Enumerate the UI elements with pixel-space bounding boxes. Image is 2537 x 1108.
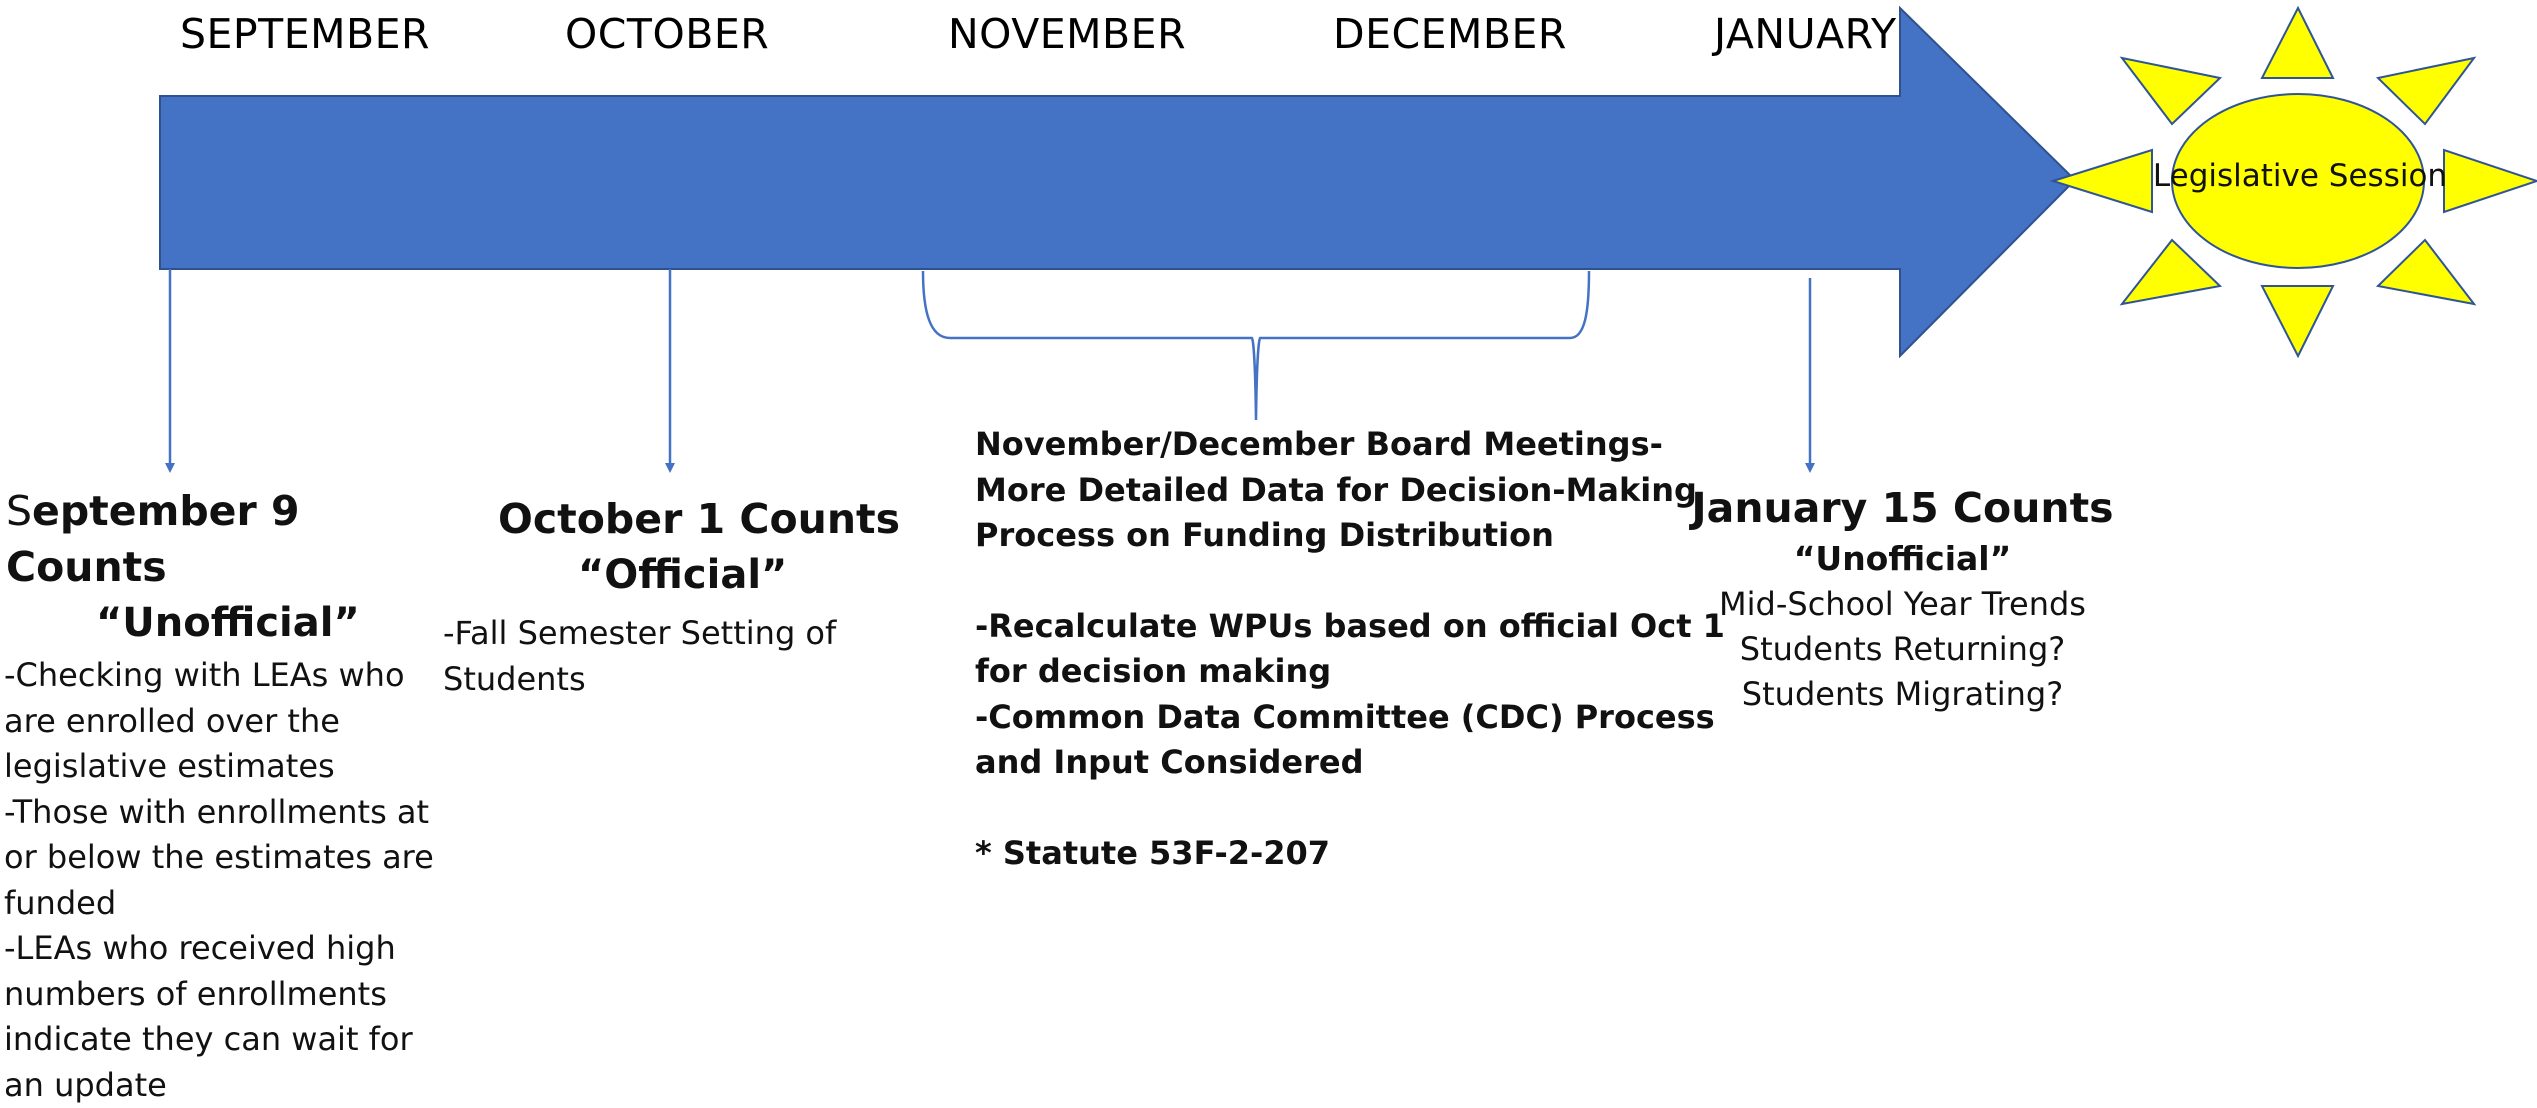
nov-dec-bullet-line: for decision making: [975, 649, 1695, 695]
october-line: -Fall Semester Setting of: [443, 611, 903, 657]
nov-dec-heading-line: November/December Board Meetings-: [975, 422, 1695, 468]
nov-dec-block: November/December Board Meetings- More D…: [975, 422, 1695, 876]
nov-dec-brace: [923, 271, 1589, 420]
september-line: are enrolled over the: [4, 699, 424, 745]
month-label-december: DECEMBER: [1333, 10, 1567, 58]
nov-dec-bullet-line: -Recalculate WPUs based on official Oct …: [975, 604, 1695, 650]
january-line: Students Returning?: [1670, 627, 2135, 672]
timeline-arrow: [160, 8, 2075, 356]
september-line: an update: [4, 1063, 424, 1108]
october-subtitle: “Official”: [443, 547, 903, 603]
month-label-november: NOVEMBER: [948, 10, 1186, 58]
september-title-rest: eptember 9 Counts: [6, 487, 300, 591]
legislative-session-label: Legislative Session: [2150, 158, 2450, 194]
september-line: funded: [4, 881, 424, 927]
september-title: September 9 Counts: [4, 483, 424, 595]
september-line: legislative estimates: [4, 744, 424, 790]
january-subtitle: “Unofficial”: [1670, 536, 2135, 582]
september-title-initial: S: [6, 487, 32, 535]
september-line: -Checking with LEAs who: [4, 653, 424, 699]
month-label-september: SEPTEMBER: [180, 10, 430, 58]
september-line: indicate they can wait for: [4, 1017, 424, 1063]
september-line: numbers of enrollments: [4, 972, 424, 1018]
nov-dec-statute: * Statute 53F-2-207: [975, 831, 1695, 877]
october-block: October 1 Counts “Official” -Fall Semest…: [443, 491, 903, 702]
september-line: -Those with enrollments at: [4, 790, 424, 836]
october-line: Students: [443, 657, 903, 703]
january-line: Students Migrating?: [1670, 672, 2135, 717]
january-title: January 15 Counts: [1670, 480, 2135, 536]
september-block: September 9 Counts “Unofficial” -Checkin…: [4, 483, 424, 1108]
october-title: October 1 Counts: [443, 491, 903, 547]
nov-dec-bullet-line: -Common Data Committee (CDC) Process: [975, 695, 1695, 741]
january-block: January 15 Counts “Unofficial” Mid-Schoo…: [1670, 480, 2135, 717]
month-label-october: OCTOBER: [565, 10, 769, 58]
september-line: -LEAs who received high: [4, 926, 424, 972]
nov-dec-heading-line: More Detailed Data for Decision-Making: [975, 468, 1695, 514]
month-label-january: JANUARY: [1714, 10, 1897, 58]
nov-dec-heading-line: Process on Funding Distribution: [975, 513, 1695, 559]
nov-dec-bullet-line: and Input Considered: [975, 740, 1695, 786]
january-line: Mid-School Year Trends: [1670, 582, 2135, 627]
september-line: or below the estimates are: [4, 835, 424, 881]
september-subtitle: “Unofficial”: [4, 595, 424, 651]
